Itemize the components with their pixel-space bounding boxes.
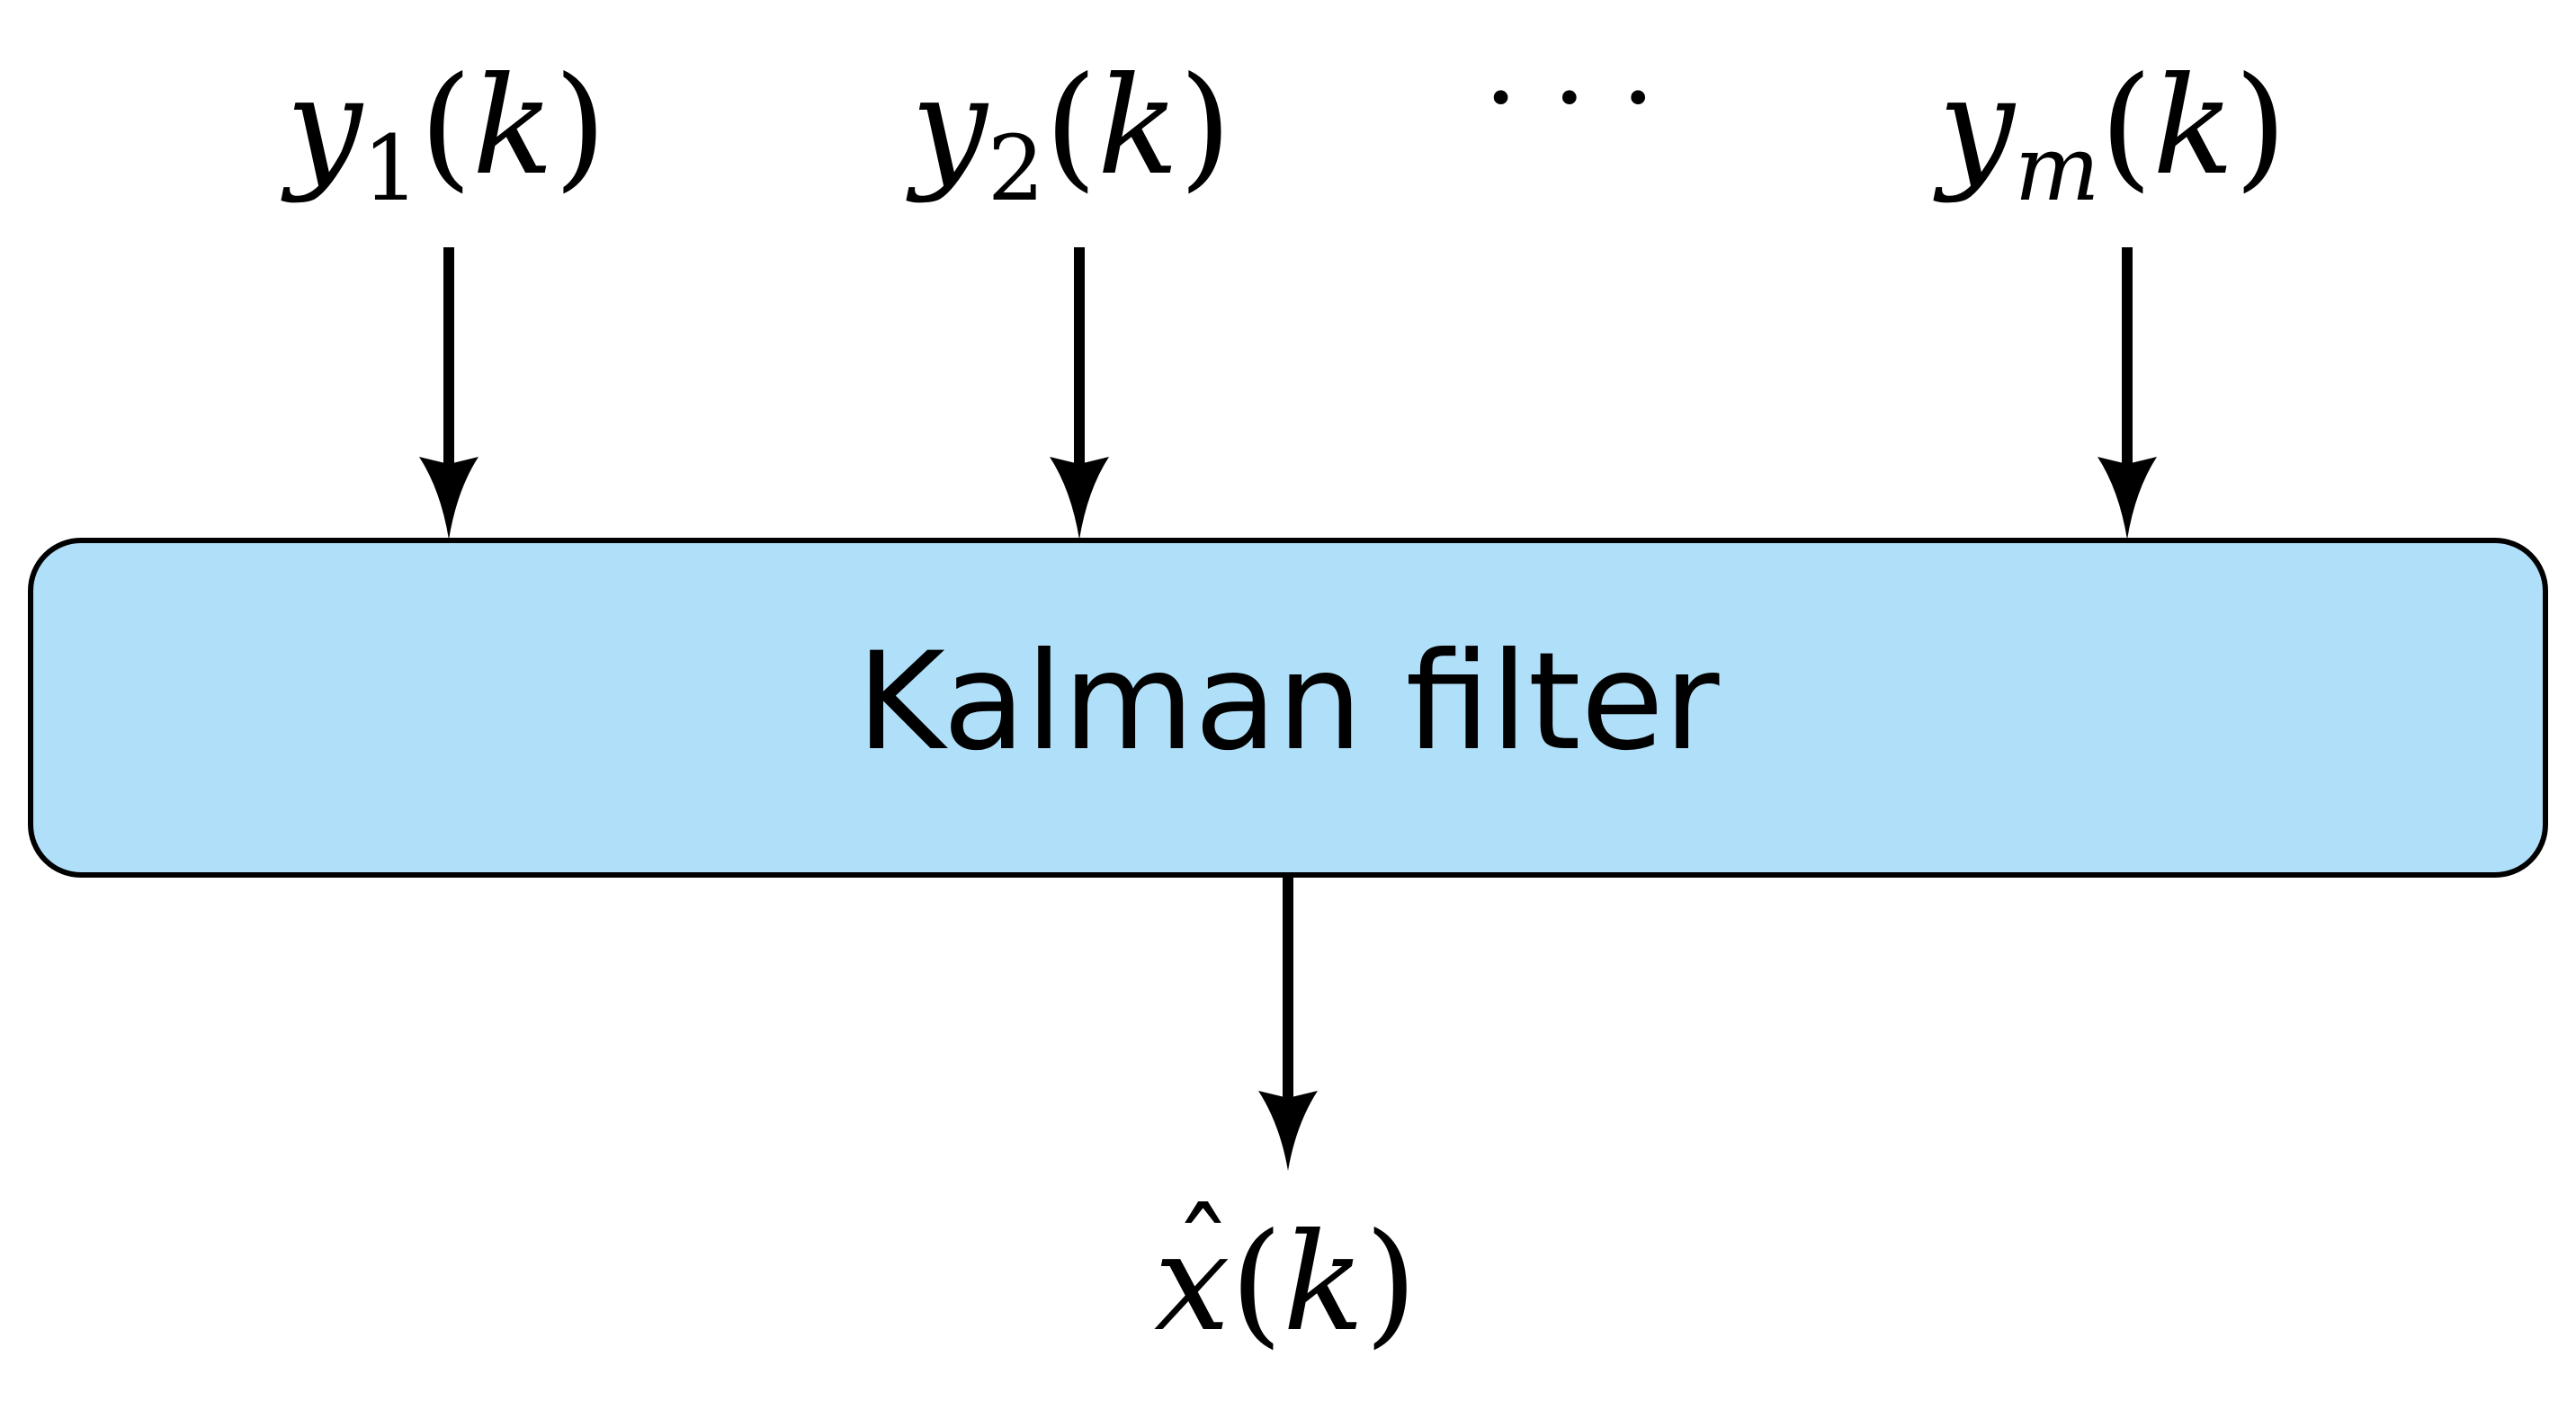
output-hat-accent: ˆ xyxy=(1174,1186,1232,1323)
input-label-ym: ym(k) xyxy=(1933,49,2287,221)
input-1-close-paren: ) xyxy=(554,49,607,205)
input-m-subscript: m xyxy=(2015,116,2100,221)
input-2-symbol: y xyxy=(906,49,989,205)
output-close-paren: ) xyxy=(1364,1205,1418,1361)
input-1-symbol: y xyxy=(281,49,364,205)
input-label-y2: y2(k) xyxy=(906,49,1231,221)
input-2-arg: k xyxy=(1097,49,1179,205)
input-1-subscript: 1 xyxy=(362,116,420,221)
input-2-close-paren: ) xyxy=(1179,49,1232,205)
input-arrow-2-head xyxy=(1050,457,1109,540)
output-arg: k xyxy=(1283,1205,1364,1361)
input-m-symbol: y xyxy=(1933,49,2017,205)
kalman-filter-box xyxy=(28,538,2548,878)
input-1-arg: k xyxy=(472,49,554,205)
input-arrow-m-head xyxy=(2097,457,2157,540)
input-arrow-1-head xyxy=(419,457,479,540)
input-2-subscript: 2 xyxy=(988,116,1045,221)
input-arrow-m xyxy=(2097,247,2157,540)
output-arrow-head xyxy=(1258,1091,1318,1171)
input-arrow-2 xyxy=(1050,247,1109,540)
output-label-x-hat: x(k) xyxy=(1154,1205,1418,1361)
input-m-open-paren: ( xyxy=(2100,49,2153,205)
output-symbol: x xyxy=(1154,1205,1230,1361)
output-open-paren: ( xyxy=(1230,1205,1284,1361)
input-m-arg: k xyxy=(2152,49,2234,205)
input-m-close-paren: ) xyxy=(2234,49,2287,205)
output-arrow xyxy=(1258,877,1318,1171)
input-label-y1: y1(k) xyxy=(281,49,606,221)
input-1-open-paren: ( xyxy=(419,49,472,205)
input-2-open-paren: ( xyxy=(1044,49,1097,205)
ellipsis: · · · xyxy=(1484,36,1656,161)
input-arrow-1 xyxy=(419,247,479,540)
kalman-filter-label: Kalman filter xyxy=(856,624,1719,781)
